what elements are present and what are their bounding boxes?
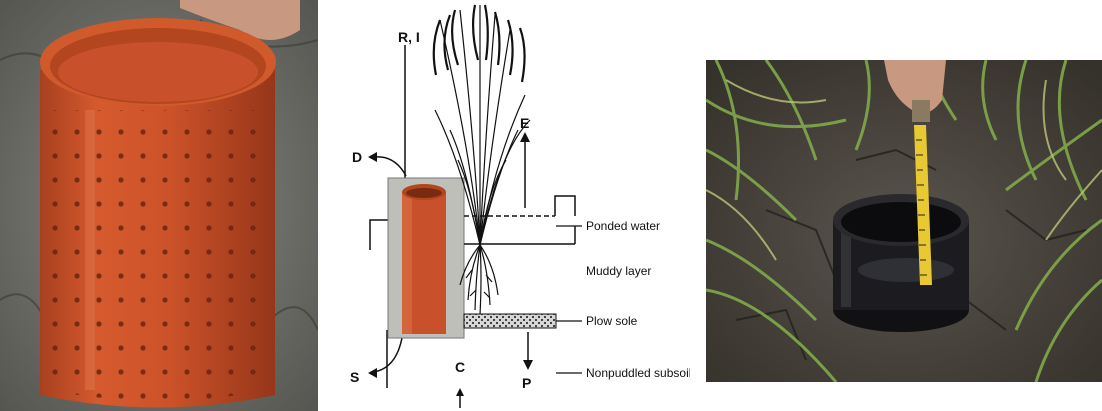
inset-tube-photo xyxy=(388,178,464,338)
diagram-canvas: R, I D S xyxy=(330,0,690,411)
layer-label-nonpuddled-subsoil: Nonpuddled subsoil xyxy=(586,366,690,380)
label-s: S xyxy=(350,369,359,385)
layer-label-ponded-water: Ponded water xyxy=(586,219,660,233)
c-arrowhead xyxy=(456,388,464,396)
label-ri: R, I xyxy=(398,29,420,45)
perforated-cylinder-illustration xyxy=(0,0,318,411)
layer-label-plow-sole: Plow sole xyxy=(586,314,638,328)
layer-label-muddy-layer: Muddy layer xyxy=(586,264,651,278)
d-arrow xyxy=(374,157,406,176)
label-d: D xyxy=(352,149,362,165)
e-arrowhead xyxy=(520,132,530,142)
label-c: C xyxy=(455,359,465,375)
label-p: P xyxy=(522,375,531,391)
water-level-bracket xyxy=(555,196,575,216)
plow-sole-band xyxy=(464,314,556,328)
s-arrowhead xyxy=(368,368,377,378)
s-arrow xyxy=(374,338,402,372)
field-ring-photo xyxy=(706,60,1102,382)
percolation-diagram: R, I D S xyxy=(330,0,690,411)
p-arrowhead xyxy=(523,360,533,370)
d-arrowhead xyxy=(368,152,377,162)
left-bracket xyxy=(370,220,388,250)
perforated-cylinder-photo xyxy=(0,0,318,411)
field-ring-illustration xyxy=(706,60,1102,382)
label-e: E xyxy=(520,115,529,131)
